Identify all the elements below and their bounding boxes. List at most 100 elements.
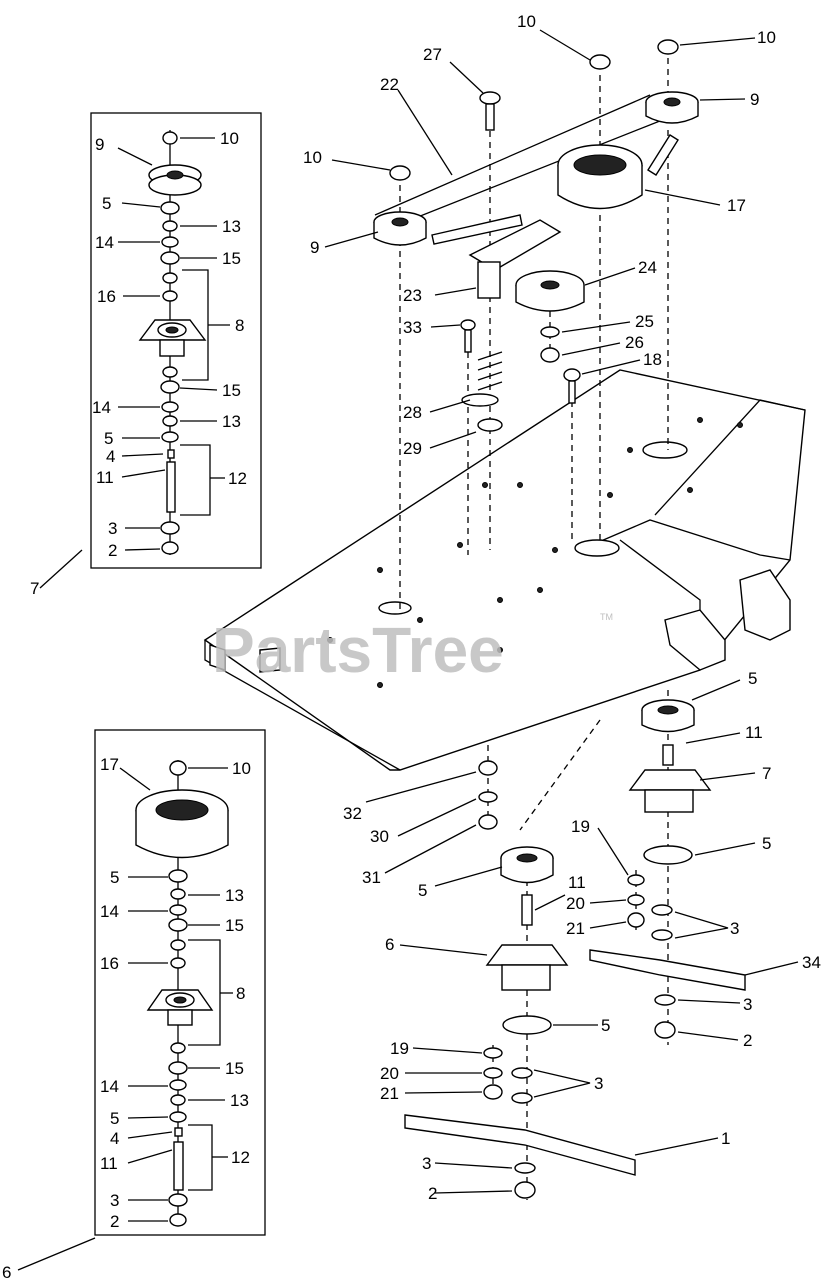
- callout-13: 13: [225, 886, 244, 905]
- callout-3: 3: [743, 995, 752, 1014]
- belt-and-pulleys: [373, 39, 699, 432]
- callout-10: 10: [757, 28, 776, 47]
- inset-top-frame: [90, 112, 262, 569]
- right-spindle: [589, 699, 746, 1039]
- callout-7: 7: [762, 764, 771, 783]
- callout-28: 28: [403, 403, 422, 422]
- assembly-label-7: 7: [30, 579, 39, 598]
- callout-5: 5: [762, 834, 771, 853]
- assembly-label-6: 6: [2, 1263, 11, 1280]
- callout-23: 23: [403, 286, 422, 305]
- callout-12: 12: [228, 469, 247, 488]
- inset-bottom: 17 10 5 13 14 15 16 8 15 14 13 5 4 11 12…: [2, 729, 266, 1280]
- callout-16: 16: [97, 287, 116, 306]
- callout-31: 31: [362, 868, 381, 887]
- callout-14: 14: [92, 398, 111, 417]
- callout-10: 10: [220, 129, 239, 148]
- blade-right: [589, 949, 746, 991]
- callout-5: 5: [102, 194, 111, 213]
- belt: [374, 94, 651, 216]
- inset-top-leaders: [39, 137, 230, 589]
- callout-3: 3: [110, 1191, 119, 1210]
- callout-20: 20: [380, 1064, 399, 1083]
- inset-top-labels: 10 9 5 13 14 15 16 8 15 14 13 5 4 11 12 …: [30, 129, 247, 598]
- callout-6: 6: [385, 935, 394, 954]
- callout-14: 14: [100, 902, 119, 921]
- callout-5: 5: [104, 429, 113, 448]
- callout-9: 9: [95, 135, 104, 154]
- callout-9: 9: [750, 90, 759, 109]
- callout-21: 21: [566, 919, 585, 938]
- left-spindle: [404, 760, 636, 1199]
- inset-bottom-leaders: [17, 767, 233, 1271]
- callout-32: 32: [343, 804, 362, 823]
- callout-14: 14: [100, 1077, 119, 1096]
- callout-19: 19: [571, 817, 590, 836]
- callout-15: 15: [225, 916, 244, 935]
- callout-4: 4: [106, 447, 115, 466]
- main-leaders: [324, 29, 799, 1194]
- callout-17: 17: [727, 196, 746, 215]
- blade-left: [404, 1114, 636, 1176]
- callout-27: 27: [423, 45, 442, 64]
- callout-5: 5: [601, 1016, 610, 1035]
- callout-10: 10: [303, 148, 322, 167]
- callout-15: 15: [222, 249, 241, 268]
- callout-2: 2: [743, 1031, 752, 1050]
- inset-top-parts: [138, 130, 207, 555]
- callout-3: 3: [730, 919, 739, 938]
- callout-4: 4: [110, 1129, 119, 1148]
- inset-bottom-labels: 17 10 5 13 14 15 16 8 15 14 13 5 4 11 12…: [2, 755, 251, 1280]
- callout-18: 18: [643, 350, 662, 369]
- callout-15: 15: [222, 381, 241, 400]
- inset-top: 10 9 5 13 14 15 16 8 15 14 13 5 4 11 12 …: [30, 112, 262, 598]
- callout-16: 16: [100, 954, 119, 973]
- mower-deck: [203, 369, 806, 771]
- callout-5: 5: [110, 1109, 119, 1128]
- callout-2: 2: [110, 1212, 119, 1231]
- callout-11: 11: [96, 468, 114, 487]
- callout-11: 11: [568, 873, 586, 892]
- callout-24: 24: [638, 258, 657, 277]
- callout-5: 5: [748, 669, 757, 688]
- callout-34: 34: [802, 953, 821, 972]
- callout-3: 3: [422, 1154, 431, 1173]
- callout-21: 21: [380, 1084, 399, 1103]
- callout-8: 8: [236, 984, 245, 1003]
- callout-17: 17: [100, 755, 119, 774]
- callout-20: 20: [566, 894, 585, 913]
- callout-19: 19: [390, 1039, 409, 1058]
- callout-3: 3: [594, 1074, 603, 1093]
- callout-29: 29: [403, 439, 422, 458]
- callout-12: 12: [231, 1148, 250, 1167]
- callout-33: 33: [403, 318, 422, 337]
- callout-3: 3: [108, 519, 117, 538]
- callout-10: 10: [232, 759, 251, 778]
- deck-plate: [203, 369, 806, 771]
- callout-8: 8: [235, 316, 244, 335]
- callout-2: 2: [108, 541, 117, 560]
- callout-25: 25: [635, 312, 654, 331]
- watermark-tm: TM: [600, 612, 613, 622]
- callout-13: 13: [222, 217, 241, 236]
- callout-11: 11: [745, 723, 763, 742]
- callout-2: 2: [428, 1184, 437, 1203]
- callout-9: 9: [310, 238, 319, 257]
- callout-1: 1: [721, 1129, 730, 1148]
- callout-14: 14: [95, 233, 114, 252]
- watermark: PartsTree TM: [212, 612, 613, 686]
- callout-30: 30: [370, 827, 389, 846]
- callout-26: 26: [625, 333, 644, 352]
- callout-15: 15: [225, 1059, 244, 1078]
- inset-bottom-frame: [94, 729, 266, 1236]
- main-labels: 10 10 10 27 22 9 9 17 23 24 33 25 26 18 …: [303, 12, 821, 1203]
- callout-5: 5: [110, 868, 119, 887]
- callout-13: 13: [222, 412, 241, 431]
- callout-22: 22: [380, 75, 399, 94]
- callout-13: 13: [230, 1091, 249, 1110]
- callout-5: 5: [418, 881, 427, 900]
- callout-11: 11: [100, 1154, 118, 1173]
- watermark-text: PartsTree: [212, 614, 504, 686]
- inset-bottom-parts: [135, 760, 229, 1227]
